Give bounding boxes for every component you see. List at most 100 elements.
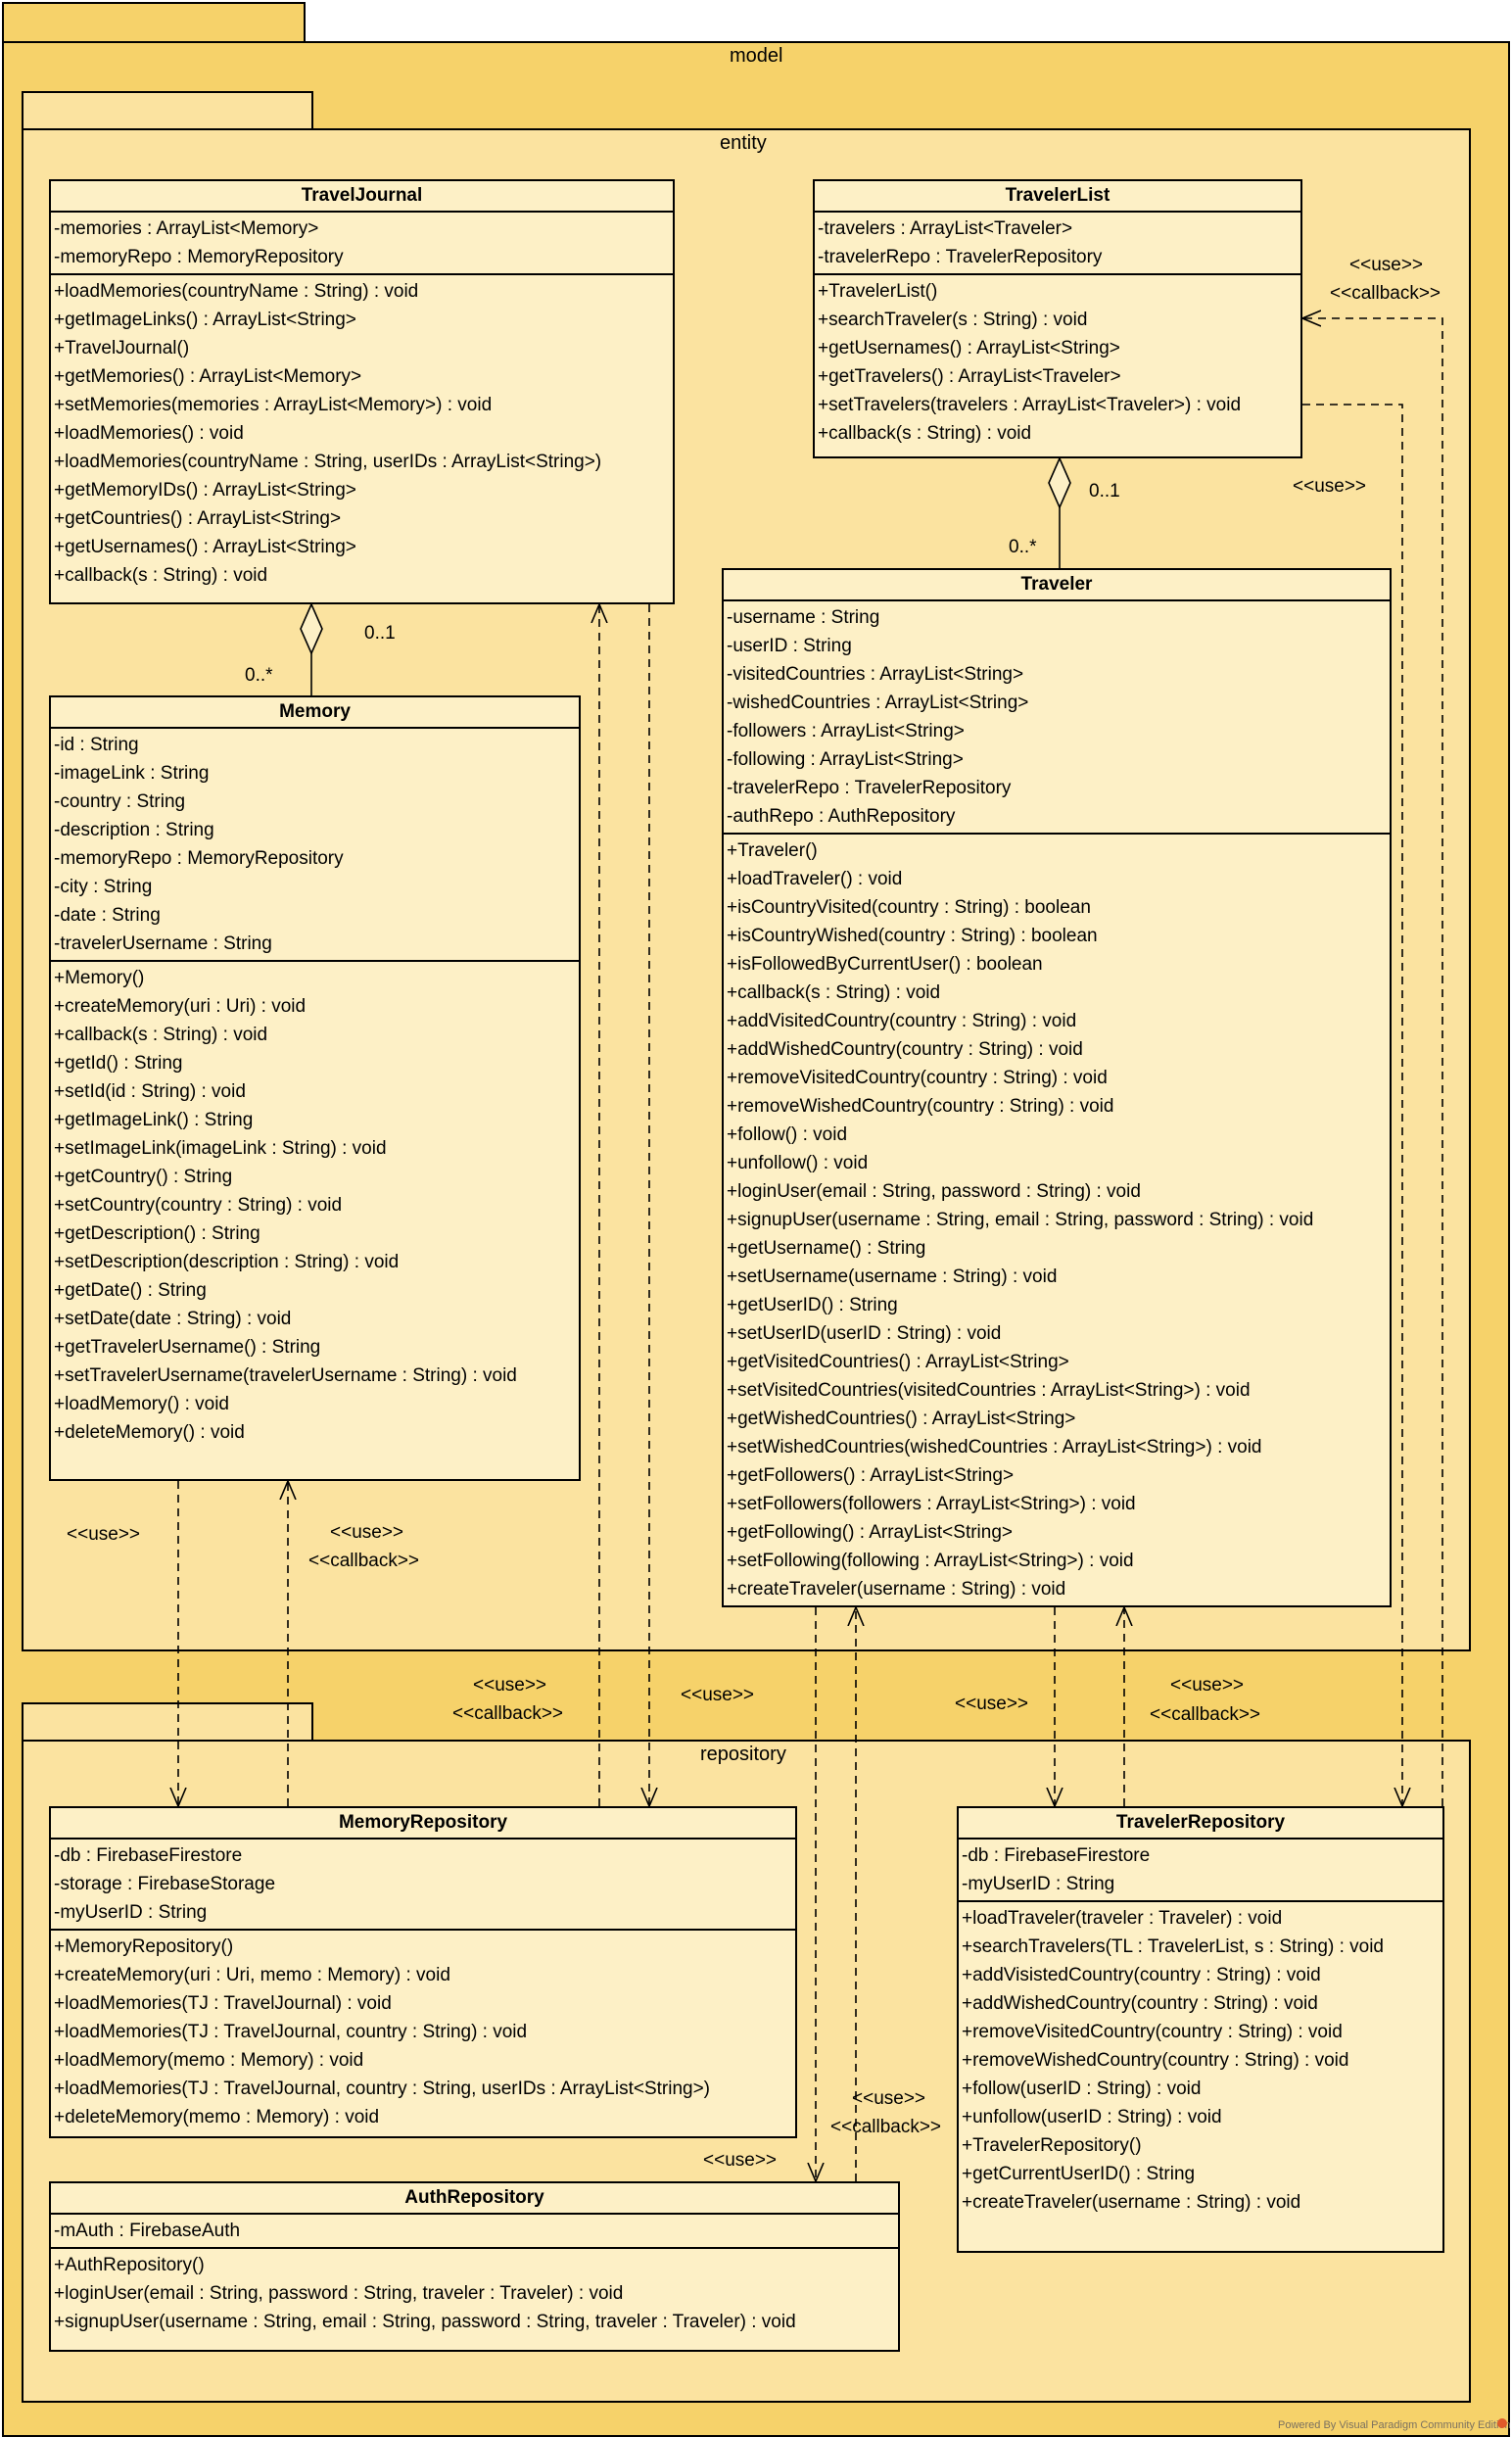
attribute-row: -travelerUsername : String — [54, 933, 272, 954]
operation-row: +setUserID(userID : String) : void — [727, 1323, 1002, 1344]
operation-row: +loginUser(email : String, password : St… — [54, 2283, 624, 2304]
operation-row: +getFollowing() : ArrayList<String> — [727, 1522, 1013, 1543]
operation-row: +setFollowing(following : ArrayList<Stri… — [727, 1551, 1134, 1571]
operation-row: +loadMemories(countryName : String, user… — [54, 452, 602, 472]
operation-row: +setImageLink(imageLink : String) : void — [54, 1138, 387, 1159]
attribute-row: -memoryRepo : MemoryRepository — [54, 247, 344, 267]
operation-row: +callback(s : String) : void — [818, 423, 1032, 444]
multiplicity-traveler-many: 0..* — [1009, 537, 1037, 557]
operation-row: +loginUser(email : String, password : St… — [727, 1181, 1141, 1202]
attribute-row: -travelerRepo : TravelerRepository — [818, 247, 1103, 267]
operation-row: +loadMemories(TJ : TravelJournal, countr… — [54, 2022, 528, 2042]
attributes-section: -id : String-imageLink : String-country … — [51, 729, 579, 962]
operation-row: +getCountry() : String — [54, 1167, 233, 1187]
operation-row: +createTraveler(username : String) : voi… — [727, 1579, 1066, 1600]
attribute-row: -myUserID : String — [54, 1902, 208, 1923]
operation-row: +TravelJournal() — [54, 338, 190, 358]
operation-row: +setTravelerUsername(travelerUsername : … — [54, 1365, 517, 1386]
class-name: TravelJournal — [51, 181, 673, 213]
operation-row: +Traveler() — [727, 840, 818, 861]
attribute-row: -following : ArrayList<String> — [727, 749, 964, 770]
operation-row: +removeVisitedCountry(country : String) … — [727, 1068, 1108, 1088]
operation-row: +getUsernames() : ArrayList<String> — [818, 338, 1120, 358]
attribute-row: -userID : String — [727, 636, 852, 656]
operation-row: +unfollow() : void — [727, 1153, 869, 1173]
stereo-memoryrepo-memory-callback: <<callback>> — [308, 1551, 420, 1571]
stereo-memoryrepo-memory-use: <<use>> — [330, 1522, 404, 1543]
operation-row: +loadMemories() : void — [54, 423, 244, 444]
attributes-section: -mAuth : FirebaseAuth — [51, 2215, 898, 2249]
attribute-row: -imageLink : String — [54, 763, 210, 784]
dep-travelerrepo-travelerlist-callback — [1302, 318, 1443, 1806]
multiplicity-traveljournal-one: 0..1 — [364, 623, 396, 644]
operation-row: +isCountryVisited(country : String) : bo… — [727, 897, 1091, 918]
operation-row: +getTravelers() : ArrayList<Traveler> — [818, 366, 1121, 387]
class-traveler[interactable]: Traveler -username : String-userID : Str… — [722, 568, 1392, 1607]
operation-row: +removeVisitedCountry(country : String) … — [962, 2022, 1343, 2042]
operation-row: +loadMemories(TJ : TravelJournal) : void — [54, 1993, 392, 2014]
attribute-row: -username : String — [727, 607, 880, 628]
operation-row: +getUsernames() : ArrayList<String> — [54, 537, 356, 557]
attribute-row: -authRepo : AuthRepository — [727, 806, 956, 827]
class-memoryrepository[interactable]: MemoryRepository -db : FirebaseFirestore… — [49, 1806, 797, 2138]
attribute-row: -description : String — [54, 820, 214, 840]
operation-row: +getUsername() : String — [727, 1238, 926, 1259]
aggregation-diamond-traveljournal — [300, 602, 323, 655]
operation-row: +searchTraveler(s : String) : void — [818, 310, 1088, 330]
attribute-row: -country : String — [54, 791, 186, 812]
attribute-row: -storage : FirebaseStorage — [54, 1874, 276, 1894]
stereo-authrepo-traveler-callback: <<callback>> — [830, 2117, 942, 2137]
attributes-section: -travelers : ArrayList<Traveler>-travele… — [815, 213, 1300, 275]
class-name: TravelerRepository — [959, 1808, 1442, 1840]
operation-row: +searchTravelers(TL : TravelerList, s : … — [962, 1936, 1384, 1957]
operations-section: +loadTraveler(traveler : Traveler) : voi… — [959, 1902, 1442, 2219]
operation-row: +signupUser(username : String, email : S… — [727, 1210, 1314, 1230]
operation-row: +getImageLink() : String — [54, 1110, 254, 1130]
operation-row: +TravelerList() — [818, 281, 938, 302]
watermark-text: Powered By Visual Paradigm Community Edi… — [1278, 2419, 1511, 2431]
operation-row: +MemoryRepository() — [54, 1936, 234, 1957]
class-memory[interactable]: Memory -id : String-imageLink : String-c… — [49, 695, 581, 1481]
attribute-row: -travelerRepo : TravelerRepository — [727, 778, 1012, 798]
operation-row: +TravelerRepository() — [962, 2135, 1142, 2156]
operations-section: +AuthRepository()+loginUser(email : Stri… — [51, 2249, 898, 2338]
multiplicity-travelerlist-one: 0..1 — [1089, 481, 1120, 502]
operation-row: +getImageLinks() : ArrayList<String> — [54, 310, 356, 330]
repository-package-label: repository — [700, 1744, 786, 1765]
stereo-traveler-authrepo-use: <<use>> — [703, 2150, 778, 2171]
operations-section: +Traveler() +loadTraveler() : void +isCoun… — [724, 835, 1390, 1605]
operation-row: +loadMemories(TJ : TravelJournal, countr… — [54, 2079, 711, 2099]
attributes-section: -memories : ArrayList<Memory> -memoryRepo… — [51, 213, 673, 275]
stereo-traveler-travelerrepo-use: <<use>> — [955, 1694, 1029, 1714]
visual-paradigm-logo-icon — [1497, 2418, 1507, 2428]
operation-row: +setUsername(username : String) : void — [727, 1266, 1058, 1287]
operation-row: +getVisitedCountries() : ArrayList<Strin… — [727, 1352, 1069, 1372]
operation-row: +callback(s : String) : void — [54, 565, 268, 586]
class-name: TravelerList — [815, 181, 1300, 213]
attribute-row: -memories : ArrayList<Memory> — [54, 218, 319, 239]
operation-row: +setWishedCountries(wishedCountries : Ar… — [727, 1437, 1262, 1457]
operation-row: +setId(id : String) : void — [54, 1081, 246, 1102]
operation-row: +setCountry(country : String) : void — [54, 1195, 343, 1216]
class-travelerlist[interactable]: TravelerList -travelers : ArrayList<Trav… — [813, 179, 1302, 458]
operation-row: +getCurrentUserID() : String — [962, 2164, 1196, 2184]
operation-row: +follow() : void — [727, 1124, 848, 1145]
entity-package-label: entity — [720, 132, 767, 154]
operation-row: +Memory() — [54, 968, 145, 988]
class-traveljournal[interactable]: TravelJournal -memories : ArrayList<Memo… — [49, 179, 675, 604]
attribute-row: -mAuth : FirebaseAuth — [54, 2221, 241, 2241]
operation-row: +getUserID() : String — [727, 1295, 898, 1315]
operation-row: +loadMemory(memo : Memory) : void — [54, 2050, 364, 2071]
operation-row: +getId() : String — [54, 1053, 183, 1074]
stereo-travelerlist-repo-callback: <<callback>> — [1330, 283, 1441, 304]
operation-row: +loadTraveler() : void — [727, 869, 903, 889]
stereo-travelerrepo-traveler-callback: <<callback>> — [1150, 1704, 1261, 1725]
dep-travelerlist-travelerrepo-use — [1302, 404, 1402, 1806]
class-travelerrepository[interactable]: TravelerRepository -db : FirebaseFiresto… — [957, 1806, 1444, 2253]
operation-row: +setVisitedCountries(visitedCountries : … — [727, 1380, 1251, 1401]
class-authrepository[interactable]: AuthRepository -mAuth : FirebaseAuth +Au… — [49, 2181, 900, 2352]
operation-row: +removeWishedCountry(country : String) :… — [962, 2050, 1349, 2071]
stereo-authrepo-traveler-use: <<use>> — [852, 2088, 926, 2109]
aggregation-diamond-travelerlist — [1048, 456, 1071, 509]
